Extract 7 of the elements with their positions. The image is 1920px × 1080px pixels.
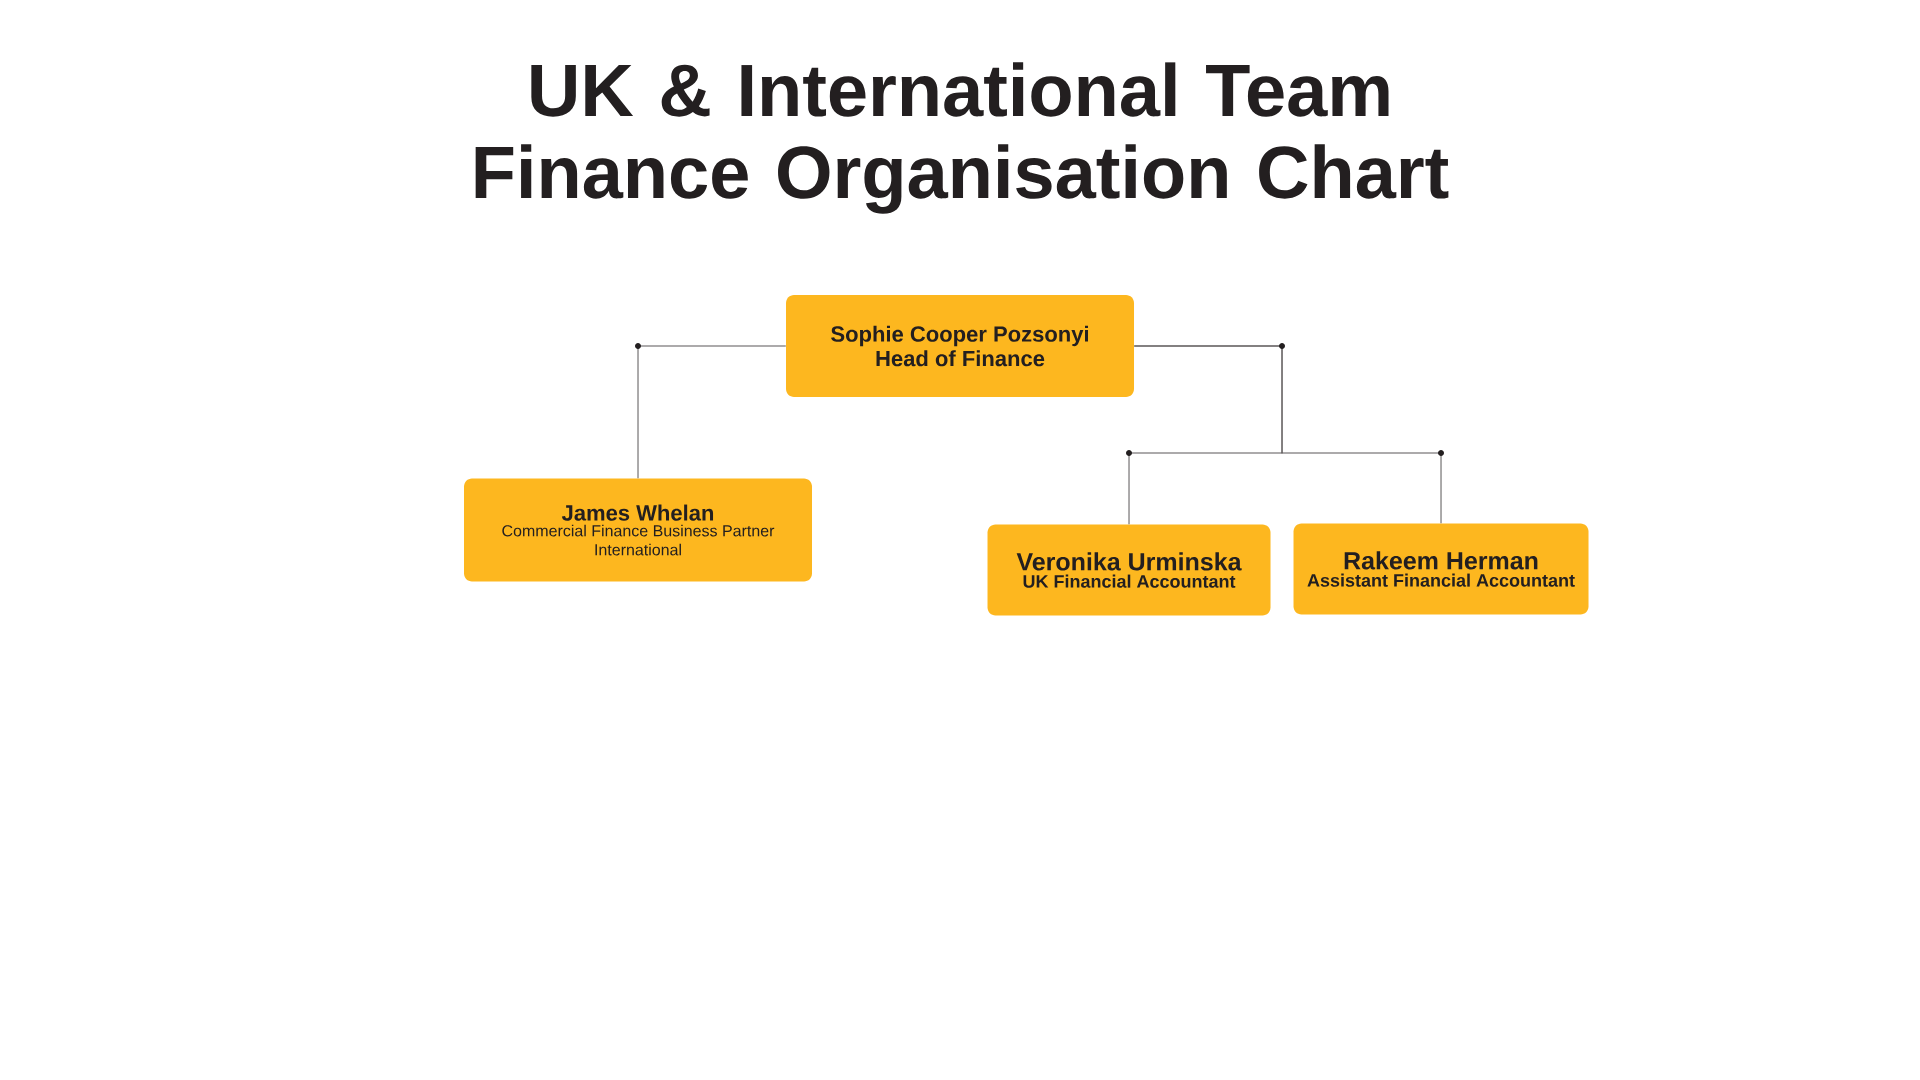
connector-line (1133, 345, 1442, 524)
org-box: Veronika Urminska UK Financial Accountant (987, 524, 1271, 616)
title: UK & International Team Finance Organisation Chart (475, 62, 1449, 214)
connector-line (637, 345, 787, 479)
org-box: James Whelan Commercial Finance Business Partner International (464, 478, 812, 582)
org-box: Sophie Cooper Pozsonyi Head of Finance (786, 295, 1134, 397)
org-box: Rakeem Herman Assistant Financial Accountant (1293, 523, 1589, 615)
